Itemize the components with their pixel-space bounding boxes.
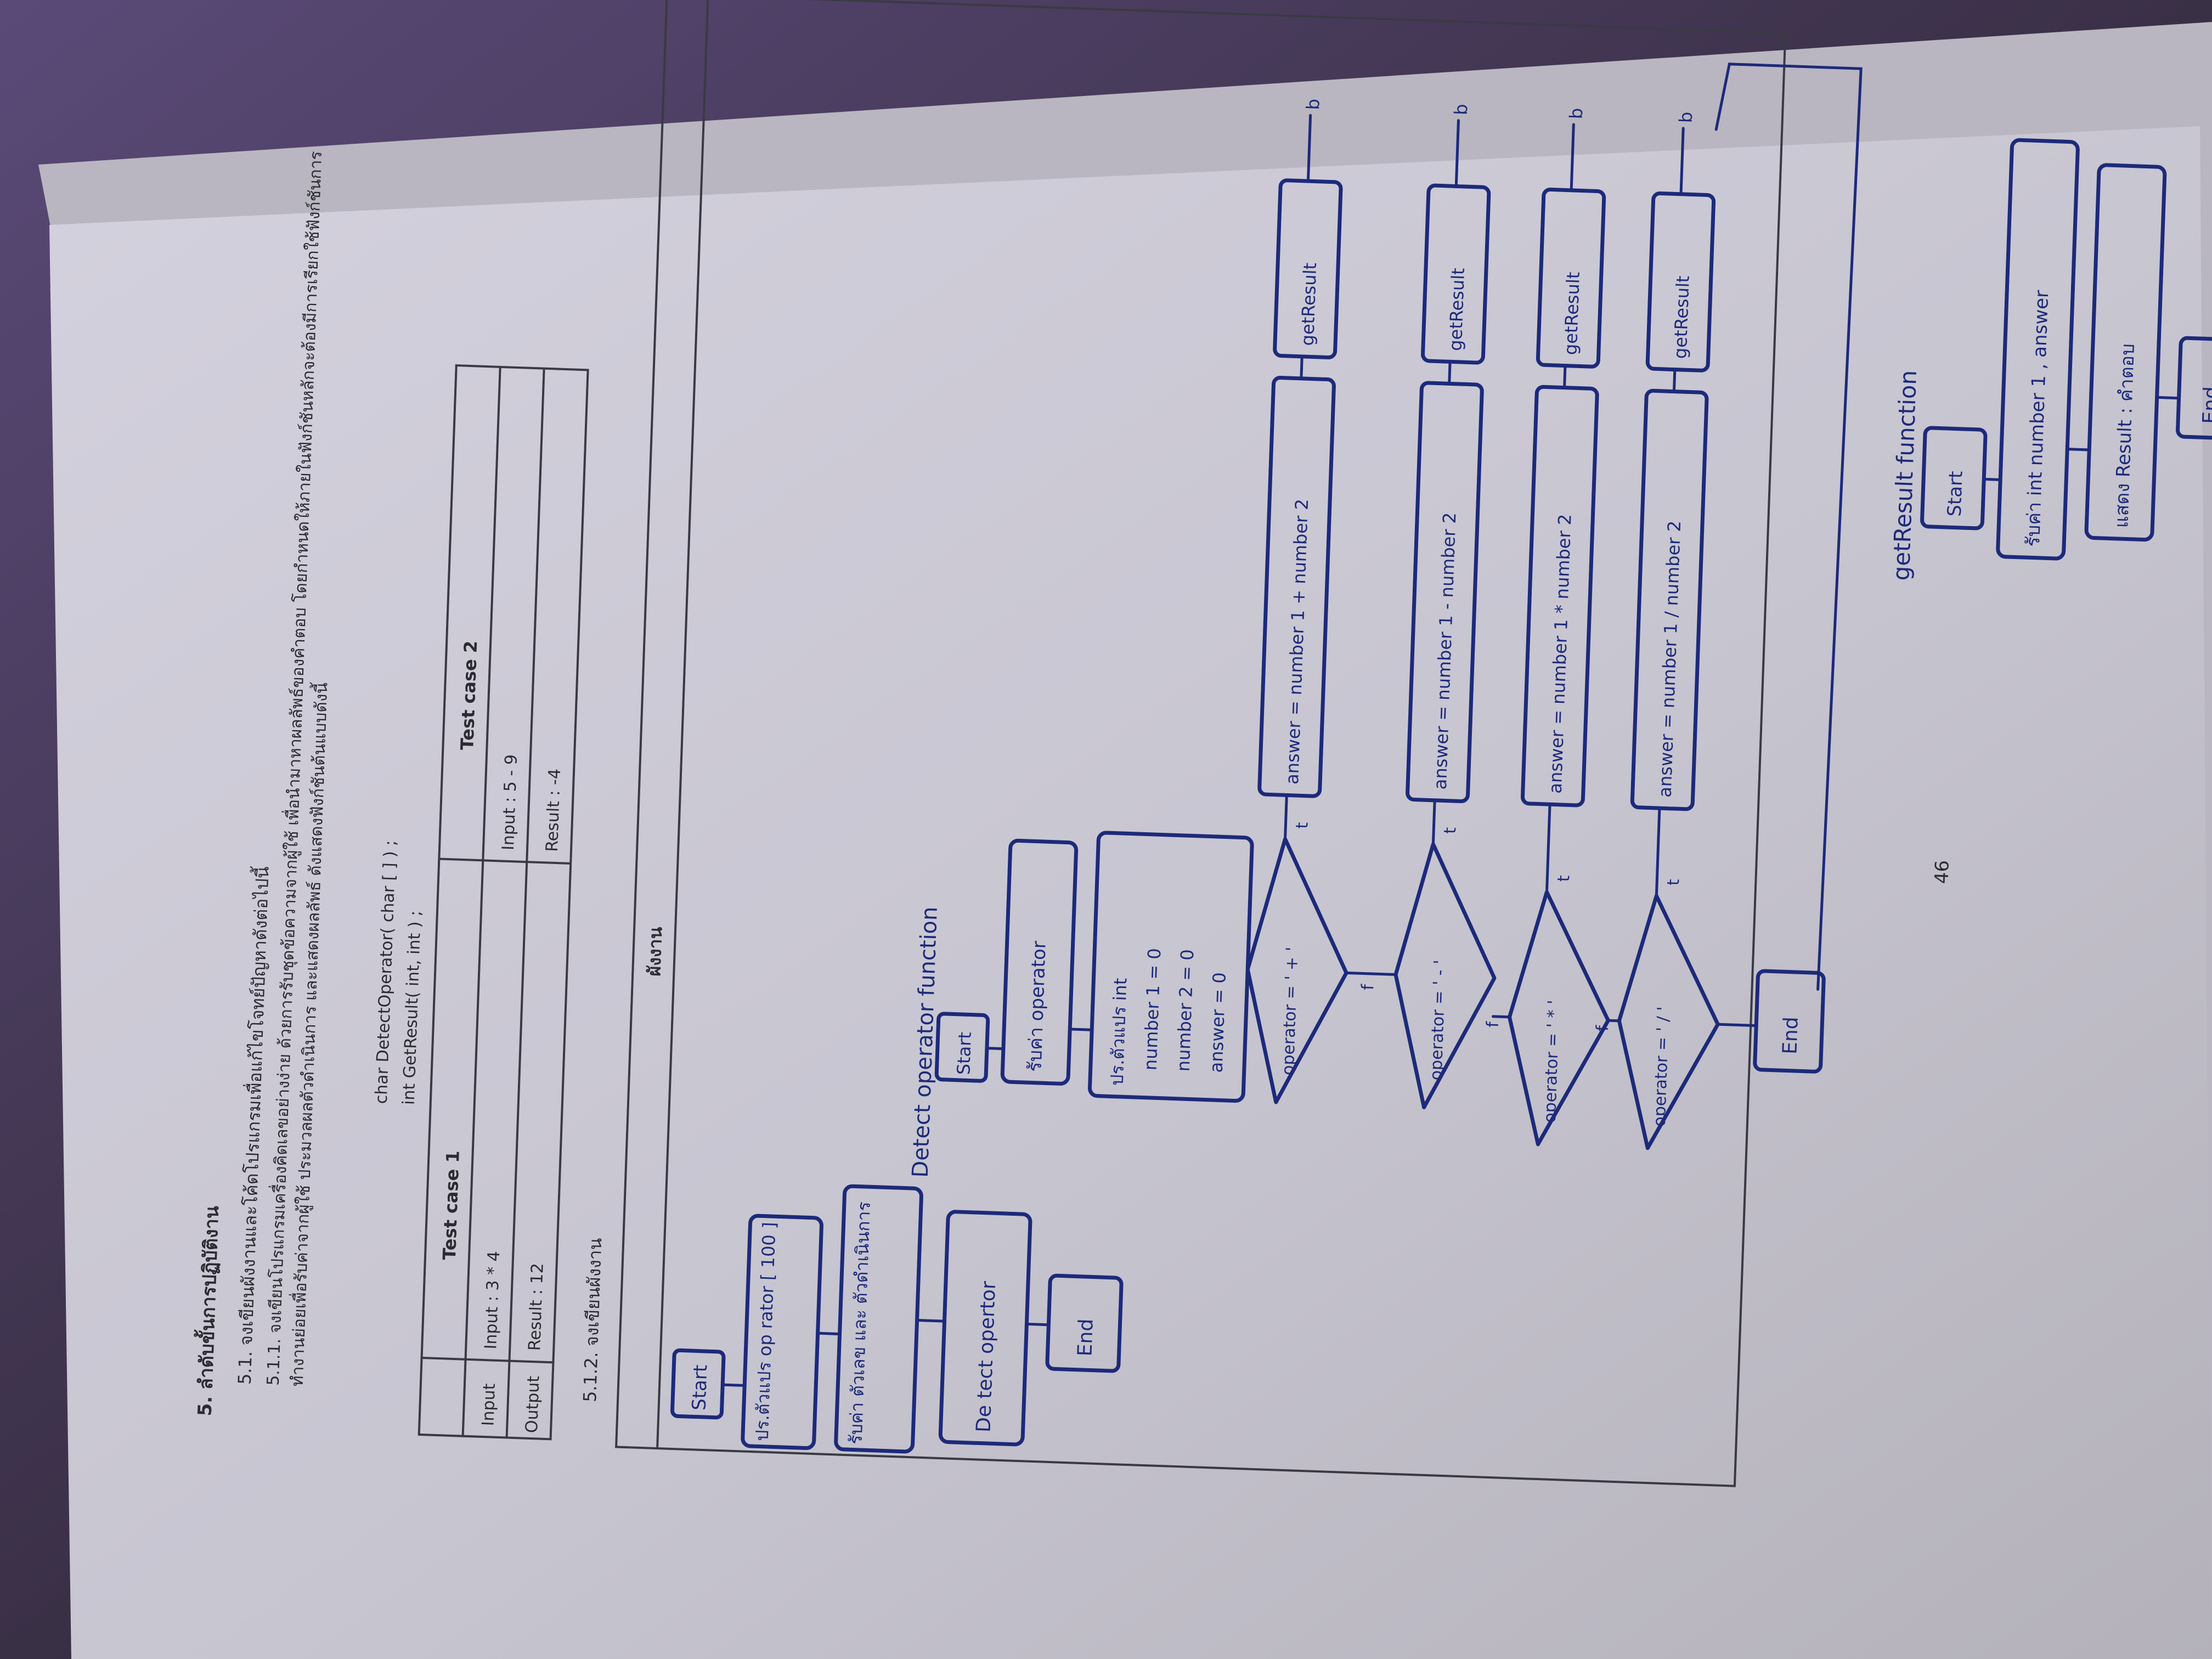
main-read-wrapper: รับค่า ตัวเลข และ ตัวดำเนินการ bbox=[845, 1201, 874, 1445]
call-getresult-2: getResult bbox=[1445, 268, 1469, 352]
table-header-1: Test case 1 bbox=[439, 1150, 464, 1261]
table-cell-input-1: Input : 3 * 4 bbox=[481, 1251, 504, 1350]
detect-end: End bbox=[1779, 1017, 1802, 1055]
decision-divide: operator = ' / ' bbox=[1650, 1006, 1674, 1127]
decision-minus: operator = ' - ' bbox=[1426, 960, 1450, 1081]
table-cell-output-1: Result : 12 bbox=[525, 1263, 548, 1351]
test-table: Test case 1 Test case 2 Input Input : 3 … bbox=[417, 364, 589, 1441]
true-label-4: t bbox=[1664, 878, 1683, 885]
detect-read: รับค่า operator bbox=[1024, 940, 1050, 1072]
connector-4: b bbox=[1675, 111, 1697, 123]
table-row-label-input: Input bbox=[478, 1383, 499, 1426]
getresult-start: Start bbox=[1944, 471, 1967, 517]
false-label-2: f bbox=[1483, 1020, 1503, 1028]
true-label-1: t bbox=[1293, 822, 1312, 829]
decision-times: operator = ' * ' bbox=[1541, 1000, 1564, 1123]
table-row-label-output: Output bbox=[522, 1375, 544, 1434]
call-getresult-4: getResult bbox=[1670, 275, 1694, 359]
table-cell-input-2: Input : 5 - 9 bbox=[499, 754, 521, 850]
false-label-3: f bbox=[1593, 1024, 1612, 1031]
detect-declare-4: answer = 0 bbox=[1206, 972, 1230, 1073]
call-getresult-3: getResult bbox=[1560, 272, 1584, 356]
call-getresult-1: getResult bbox=[1297, 262, 1321, 346]
table-cell-output-2: Result : -4 bbox=[543, 768, 565, 852]
getresult-end: End bbox=[2199, 386, 2212, 425]
main-end: End bbox=[1074, 1318, 1097, 1357]
decision-plus: operator = ' + ' bbox=[1279, 946, 1302, 1075]
main-declare-wrapper: ปร.ตัวแปร op rator [ 100 ] bbox=[752, 1222, 780, 1441]
paper-sheet bbox=[49, 126, 2212, 1659]
detect-declare-2: number 1 = 0 bbox=[1140, 948, 1165, 1071]
main-flow: Start ปร.ตัวแปร op rator [ 100 ] รับค่า … bbox=[670, 1184, 1124, 1454]
detect-declare-1: ปร.ตัวแปร int bbox=[1107, 978, 1131, 1086]
main-detect: De tect opertor bbox=[972, 1280, 1000, 1432]
connector-3: b bbox=[1566, 108, 1587, 120]
main-start: Start bbox=[689, 1364, 712, 1410]
connector-2: b bbox=[1451, 104, 1472, 116]
flowchart-box: ผังงาน bbox=[615, 0, 1787, 1487]
connector-1: b bbox=[1302, 98, 1324, 110]
true-label-2: t bbox=[1441, 827, 1460, 834]
table-header-2: Test case 2 bbox=[456, 640, 481, 751]
detect-start: Start bbox=[953, 1031, 975, 1075]
page-number: 46 bbox=[1931, 860, 1953, 884]
true-label-3: t bbox=[1554, 875, 1573, 882]
detect-declare-3: number 2 = 0 bbox=[1173, 949, 1198, 1072]
false-label-1: f bbox=[1358, 983, 1378, 990]
return-path bbox=[1714, 63, 1863, 991]
flowchart-box-title: ผังงาน bbox=[644, 927, 666, 977]
